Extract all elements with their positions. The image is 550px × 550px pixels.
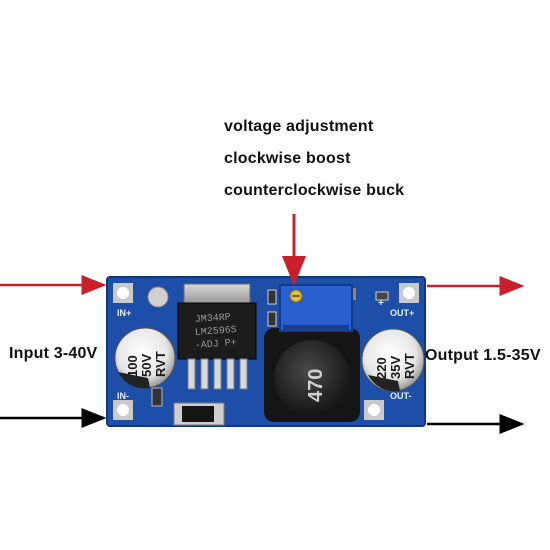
inductor-470: 470 [264, 328, 360, 422]
smd-resistor [267, 311, 277, 327]
chip-text-3: -ADJ P+ [195, 338, 238, 352]
silk-out-plus: OUT+ [390, 308, 414, 318]
round-pad [147, 286, 169, 308]
input-voltage-label: Input 3-40V [9, 345, 98, 362]
mounting-hole-bl [113, 400, 133, 420]
annotation-line-2: clockwise boost [224, 150, 351, 167]
mounting-hole-tl [113, 283, 133, 303]
silk-plus-sign: + [378, 298, 384, 309]
smd-resistor [267, 289, 277, 305]
cap-right-text-1: 220 [374, 357, 389, 379]
chip-legs [187, 358, 248, 390]
silk-in-plus: IN+ [117, 308, 131, 318]
smd-cap [151, 387, 163, 407]
annotation-line-1: voltage adjustment [224, 118, 374, 135]
smd-resistor [375, 291, 389, 301]
silk-out-minus: OUT- [390, 391, 412, 401]
annotation-line-3: counterclockwise buck [224, 182, 405, 199]
schottky-diode [173, 402, 225, 426]
chip-text-2: LM2596S [195, 325, 238, 339]
inductor-text: 470 [305, 369, 327, 402]
input-capacitor: 100 50V RVT [114, 327, 176, 389]
cap-right-text-2: 35V [388, 356, 403, 379]
silk-in-minus: IN- [117, 391, 129, 401]
cap-right-text-3: RVT [402, 353, 417, 379]
voltage-adjustment-potentiometer [279, 284, 353, 332]
output-voltage-label: Output 1.5-35V [425, 347, 541, 364]
mounting-hole-tr [399, 283, 419, 303]
cap-left-text-2: 50V [139, 354, 154, 377]
cap-left-text-1: 100 [125, 355, 140, 377]
chip-text-1: JM34RP [195, 313, 232, 326]
output-capacitor: 220 35V RVT [361, 328, 425, 392]
cap-left-text-3: RVT [153, 351, 168, 377]
mounting-hole-br [364, 400, 384, 420]
